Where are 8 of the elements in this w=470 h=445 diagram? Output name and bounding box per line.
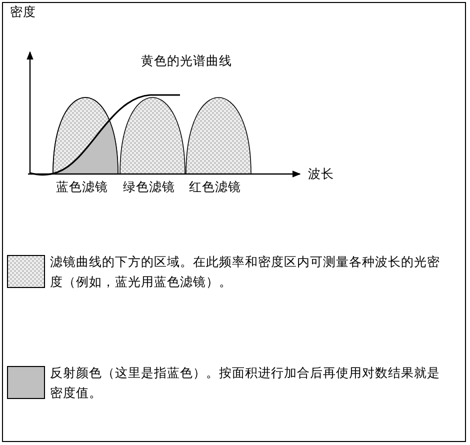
- curve-label: 黄色的光谱曲线: [141, 53, 232, 69]
- filter-label: 绿色滤镜: [123, 179, 175, 195]
- filter-label: 蓝色滤镜: [56, 179, 108, 195]
- axis-label: 波长: [308, 166, 334, 182]
- filter-label: 红色滤镜: [189, 179, 241, 195]
- legend-text: 反射颜色（这里是指蓝色）。按面积进行加合后再使用对数结果就是密度值。: [50, 364, 441, 402]
- axis-label: 密度: [10, 4, 36, 20]
- legend-text: 滤镜曲线的下方的区域。在此频率和密度区内可测量各种波长的光密度（例如，蓝光用蓝色滤镜）。: [50, 253, 441, 291]
